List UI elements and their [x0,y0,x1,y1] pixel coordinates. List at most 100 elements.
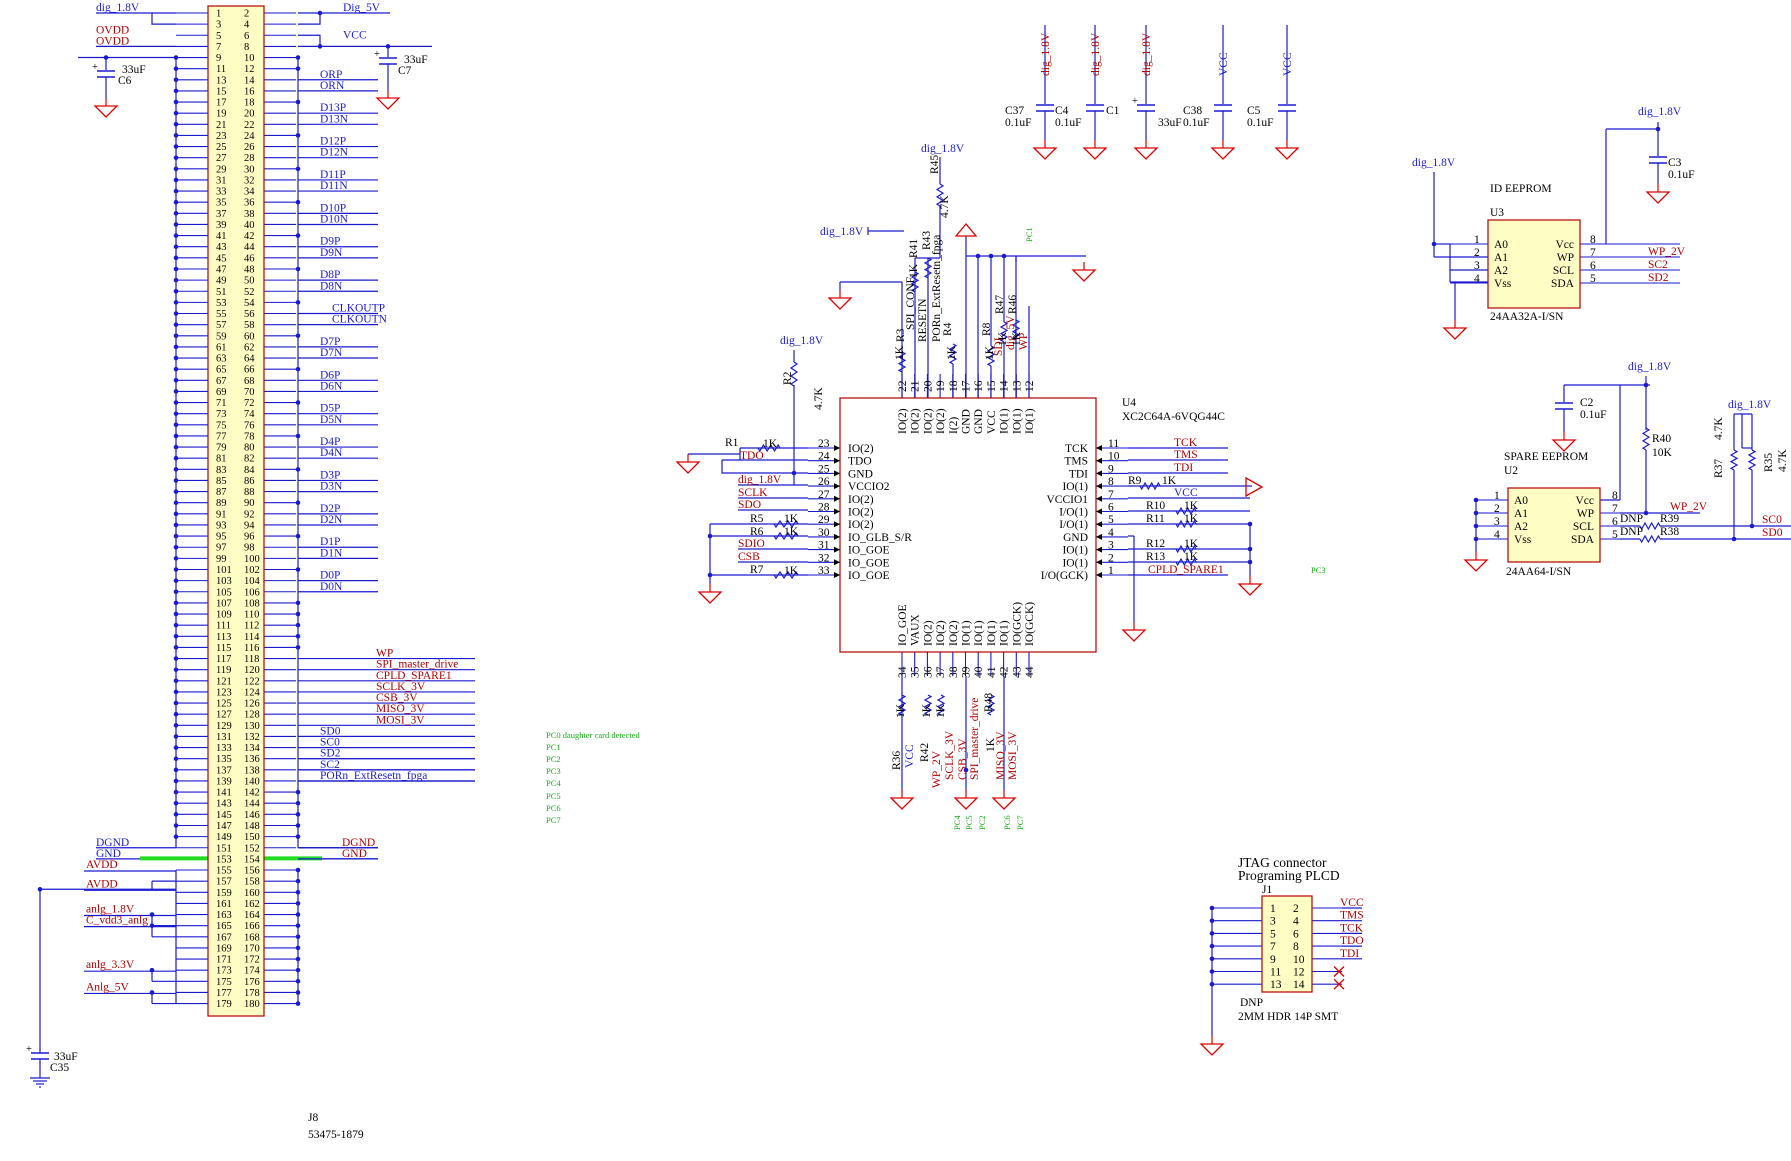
net-label: SD0 [1762,527,1783,539]
bus-dot [173,344,179,350]
pin-number: 110 [244,610,259,621]
bus-dot [173,578,179,583]
pin-number: 116 [244,643,259,654]
resistor [1011,319,1021,341]
pin-name: GND [961,409,973,434]
jtag-dnp: DNP [1240,997,1263,1009]
jtag-subtitle: Programing PLCD [1238,868,1340,883]
pin-name: A0 [1494,239,1508,251]
pin-number: 35 [910,666,922,678]
no-connect-mark [1333,966,1345,977]
bus-dot [173,689,179,695]
pin-number: 9 [1108,463,1114,475]
net-label: SD2 [320,748,341,760]
net-label: TMS [1340,910,1364,922]
pin-number: 29 [818,514,830,526]
bus-dot [295,912,301,917]
pin-number: 44 [1024,666,1036,678]
junction-dot [988,253,994,259]
pin-number: 143 [216,799,232,810]
pin-number: 31 [818,540,830,552]
cap-value: 33uF [404,54,428,66]
pin-number: 133 [216,743,232,754]
resistor-ref: R42 [919,743,931,762]
ground-jtag [1199,1036,1225,1056]
net-label: D13N [320,113,349,125]
pin-number: 17 [961,380,973,392]
bus-dot [173,656,179,661]
bus-dot [173,411,179,416]
pin-number: 6 [1293,928,1299,940]
bus-dot [173,734,179,739]
resistor-ref: R10 [1146,500,1165,512]
pin-name: GND [848,468,873,480]
bus-dot [295,633,301,639]
bus-dot [295,979,301,984]
cap-value: 0.1uF [1005,117,1032,129]
cap-ref: C4 [1055,105,1069,117]
pin-arrow [1096,546,1102,553]
pin-number: 105 [216,587,232,598]
bus-dot [173,745,179,750]
ground-triangle [1237,583,1263,596]
bus-dot [173,99,179,105]
bus-dot [173,789,179,795]
cap-value: 0.1uF [1247,117,1274,129]
pin-number: 122 [244,676,260,687]
resistor [773,570,799,580]
pin-arrow [834,470,840,477]
net-label: DGND [96,837,129,849]
bus-dot [173,255,179,261]
resistor-ref: R39 [1660,513,1679,525]
bus-dot [295,622,301,628]
net-label: D6N [320,380,343,392]
bus-dot [295,923,301,928]
net-label: SCLK_3V [376,681,426,693]
pin-number: 2 [1474,247,1480,259]
bus-dot [173,110,179,116]
pin-name: IO_GLB_S/R [848,532,912,544]
net-label: D1N [320,547,343,559]
resistor-value: DNP [1620,526,1643,538]
resistor-ref: R6 [750,526,764,538]
bus-dot [173,567,179,572]
jtag-title: JTAG connector [1238,855,1327,870]
net-label: SC2 [1648,259,1668,271]
resistor-value: 10K [1652,447,1673,459]
ground-triangle [827,297,853,310]
pin-number: 132 [244,732,260,743]
pin-number: 66 [244,365,255,376]
junction-dot [1247,521,1253,527]
junction-dot [1655,126,1661,132]
resistor-ref: R12 [1146,538,1165,550]
bus-dot [173,500,179,506]
resistor-ref: R47 [994,295,1006,314]
pin-number: 76 [244,420,255,431]
bus-dot [295,500,301,506]
pin-name: IO_GOE [848,570,890,582]
resistor [1175,519,1197,529]
junction-dot [149,923,155,928]
bus-dot [173,589,179,595]
pin-number: 30 [818,527,830,539]
ground-c2 [1551,432,1577,452]
pin-number: 45 [216,253,227,264]
junction-dot [791,470,797,476]
pin-arrow [1096,508,1102,515]
pin-number: 129 [216,721,232,732]
pin-number: 34 [244,187,255,198]
net-label: WP_2V [1670,501,1708,513]
net-label: SPI_master_drive [969,698,981,780]
pin-number: 5 [1612,529,1618,541]
pin-number: 113 [216,632,231,643]
resistor [773,531,799,541]
pin-number: 80 [244,443,255,454]
pin-number: 124 [244,687,261,698]
wires-layer [37,10,1791,1068]
junction-dot [1001,253,1007,259]
pin-number: 119 [216,665,231,676]
pin-number: 96 [244,532,255,543]
pin-number: 26 [818,476,830,488]
pin-name: IO(2) [848,494,874,506]
pin-number: 8 [1612,490,1618,502]
